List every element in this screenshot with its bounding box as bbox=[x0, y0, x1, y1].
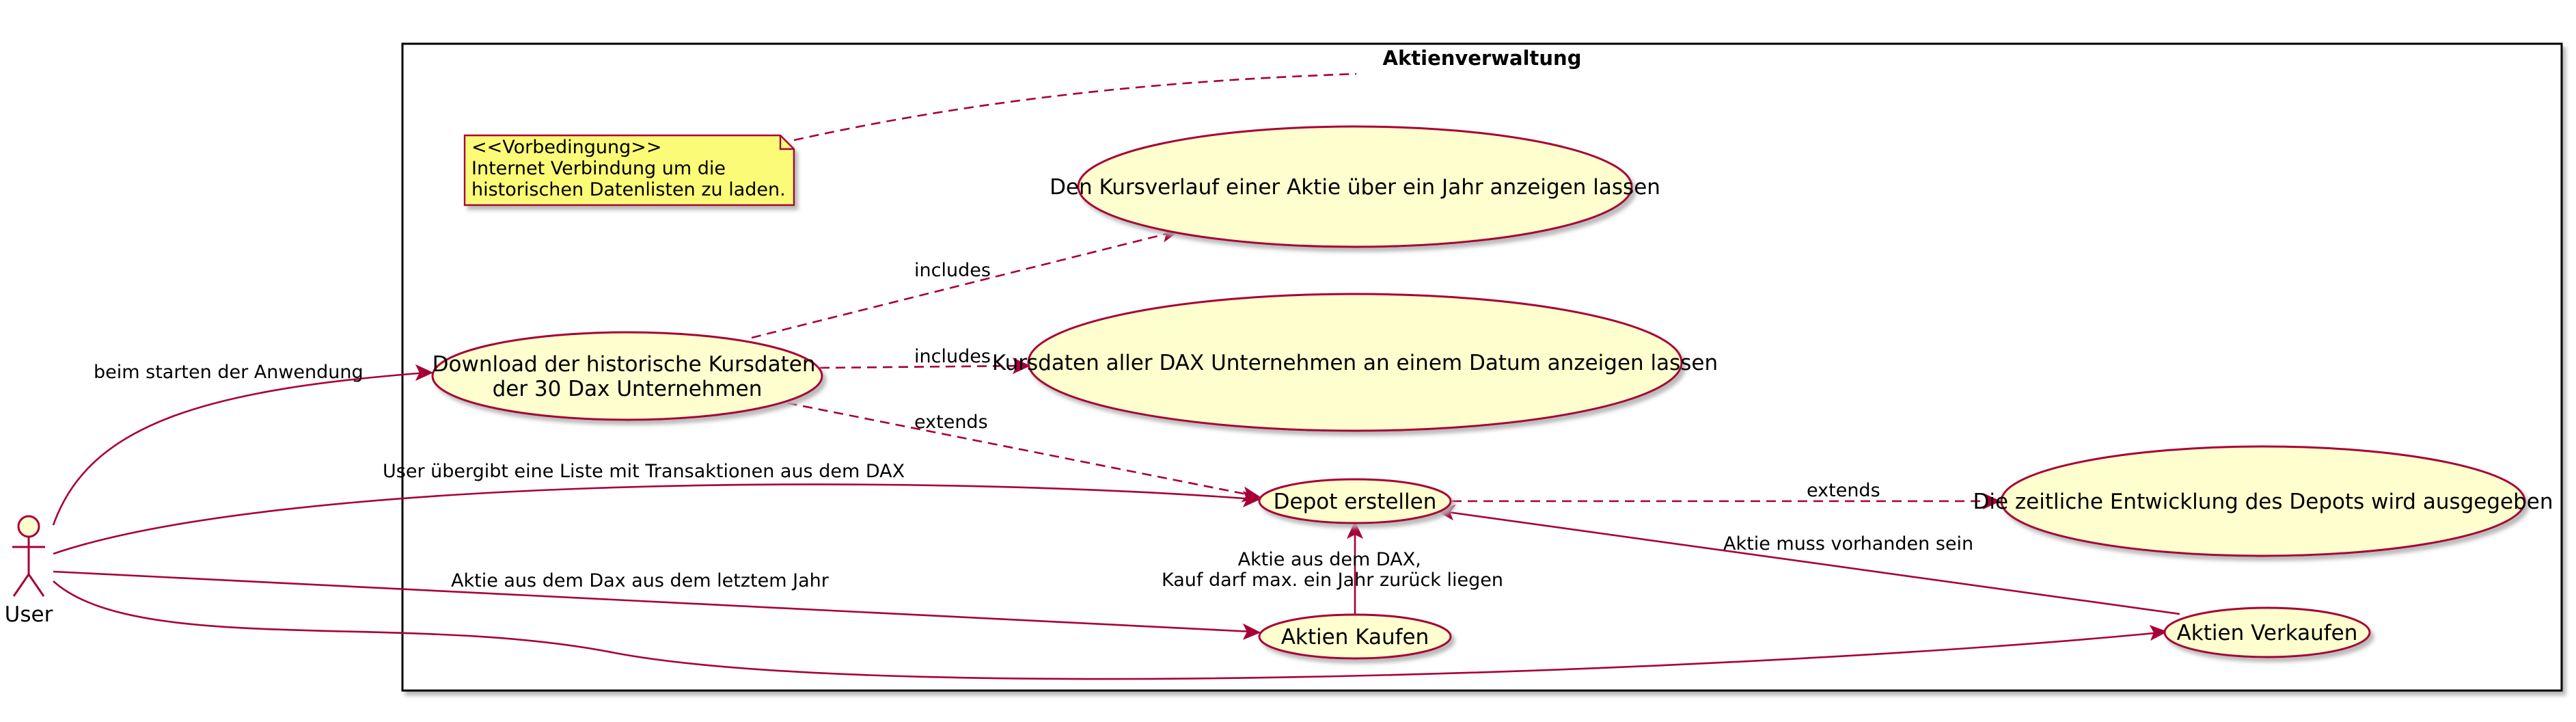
svg-text:Download der historische Kursd: Download der historische Kursdaten der 3… bbox=[433, 352, 823, 401]
edge-verkaufen-depot bbox=[1442, 510, 2180, 615]
arrowhead-kaufen bbox=[1242, 623, 1261, 640]
usecase-entwicklung-label: Die zeitliche Entwicklung des Depots wir… bbox=[1973, 490, 2553, 514]
usecase-kursverlauf[interactable]: Den Kursverlauf einer Aktie über ein Jah… bbox=[1050, 125, 1660, 248]
note-connector bbox=[793, 72, 1357, 142]
note-line-3: historischen Datenlisten zu laden. bbox=[471, 179, 786, 200]
label-includes-2: includes bbox=[914, 346, 991, 367]
label-user-depot: User übergibt eine Liste mit Transaktion… bbox=[383, 461, 905, 482]
precondition-note: <<Vorbedingung>> Internet Verbindung um … bbox=[463, 72, 1357, 206]
arrowhead-entwicklung bbox=[1982, 492, 2001, 510]
label-kaufen-depot-line-2: Kauf darf max. ein Jahr zurück liegen bbox=[1162, 570, 1503, 591]
edge-includes-kursdaten bbox=[819, 364, 1024, 369]
arrowhead-depot-extends bbox=[1241, 486, 1261, 503]
usecase-depot-label: Depot erstellen bbox=[1274, 490, 1437, 514]
usecase-kursverlauf-label: Den Kursverlauf einer Aktie über ein Jah… bbox=[1050, 175, 1660, 200]
label-extends-2: extends bbox=[1807, 480, 1880, 501]
usecase-entwicklung[interactable]: Die zeitliche Entwicklung des Depots wir… bbox=[1973, 445, 2553, 557]
relation-labels: beim starten der Anwendung User übergibt… bbox=[94, 260, 1973, 591]
usecase-download-label-1: Download der historische Kursdaten bbox=[433, 352, 816, 377]
label-user-download: beim starten der Anwendung bbox=[94, 362, 364, 383]
edge-extends-depot bbox=[771, 399, 1255, 497]
arrowhead-verkaufen bbox=[2149, 625, 2168, 641]
edge-includes-kursverlauf bbox=[751, 231, 1173, 339]
arrowhead-kursdaten bbox=[1012, 357, 1031, 375]
svg-text:<<Vorbedingung>> Intern: <<Vorbedingung>> Internet Verbindung um … bbox=[471, 137, 786, 200]
arrowhead-depot-kaufen bbox=[1346, 520, 1364, 539]
edge-user-verkaufen bbox=[53, 580, 2162, 680]
actor-label: User bbox=[5, 602, 53, 627]
usecase-verkaufen-label: Aktien Verkaufen bbox=[2177, 621, 2358, 645]
actor-user[interactable]: User bbox=[5, 515, 53, 627]
edge-user-download bbox=[52, 371, 428, 526]
label-kaufen-depot-line-1: Aktie aus dem DAX, bbox=[1238, 549, 1421, 570]
usecase-download[interactable]: Download der historische Kursdaten der 3… bbox=[431, 331, 823, 421]
usecase-kaufen[interactable]: Aktien Kaufen bbox=[1258, 613, 1452, 660]
arrowhead-depot-verkaufen bbox=[1436, 505, 1456, 521]
usecase-kursdaten-label: Kursdaten aller DAX Unternehmen an einem… bbox=[992, 351, 1718, 375]
label-extends-1: extends bbox=[914, 412, 988, 433]
usecase-download-label-2: der 30 Dax Unternehmen bbox=[493, 377, 763, 401]
usecase-verkaufen[interactable]: Aktien Verkaufen bbox=[2163, 606, 2371, 658]
label-includes-1: includes bbox=[914, 260, 991, 281]
label-user-kaufen: Aktie aus dem Dax aus dem letztem Jahr bbox=[451, 570, 830, 591]
label-verkaufen-depot: Aktie muss vorhanden sein bbox=[1723, 533, 1973, 554]
usecase-kursdaten[interactable]: Kursdaten aller DAX Unternehmen an einem… bbox=[992, 293, 1718, 432]
actor-stickman-icon bbox=[12, 515, 45, 597]
system-title: Aktienverwaltung bbox=[1383, 46, 1582, 70]
relations bbox=[52, 226, 2180, 680]
edge-user-depot bbox=[53, 483, 1255, 555]
edge-user-kaufen bbox=[53, 570, 1255, 633]
svg-text:Aktie aus dem DAX, Kauf: Aktie aus dem DAX, Kauf darf max. ein Ja… bbox=[1162, 549, 1503, 591]
note-line-1: <<Vorbedingung>> bbox=[471, 137, 662, 158]
arrowhead-download bbox=[415, 364, 434, 382]
usecase-depot[interactable]: Depot erstellen bbox=[1258, 478, 1452, 524]
usecase-kaufen-label: Aktien Kaufen bbox=[1281, 625, 1429, 650]
note-line-2: Internet Verbindung um die bbox=[471, 158, 726, 179]
